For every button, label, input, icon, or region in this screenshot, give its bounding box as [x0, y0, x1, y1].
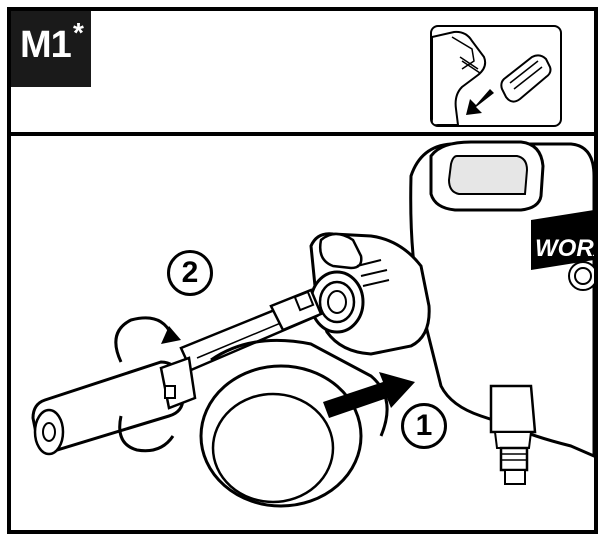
panel-header: M1 * — [11, 11, 594, 136]
step-2-marker: 2 — [167, 250, 213, 296]
step-2-number: 2 — [181, 256, 199, 289]
step-1-number: 1 — [415, 409, 433, 442]
step-badge-mark: * — [73, 17, 84, 48]
pressure-washer-illustration: WORX — [31, 140, 594, 508]
step-1-marker: 1 — [401, 403, 447, 449]
brand-logo: WORX — [535, 235, 594, 262]
illustration-area: WORX — [11, 136, 594, 530]
step-badge-label: M1 — [20, 24, 72, 66]
battery-insert-icon — [430, 25, 562, 127]
instruction-panel: M1 * — [7, 7, 598, 534]
step-badge: M1 * — [11, 11, 91, 87]
